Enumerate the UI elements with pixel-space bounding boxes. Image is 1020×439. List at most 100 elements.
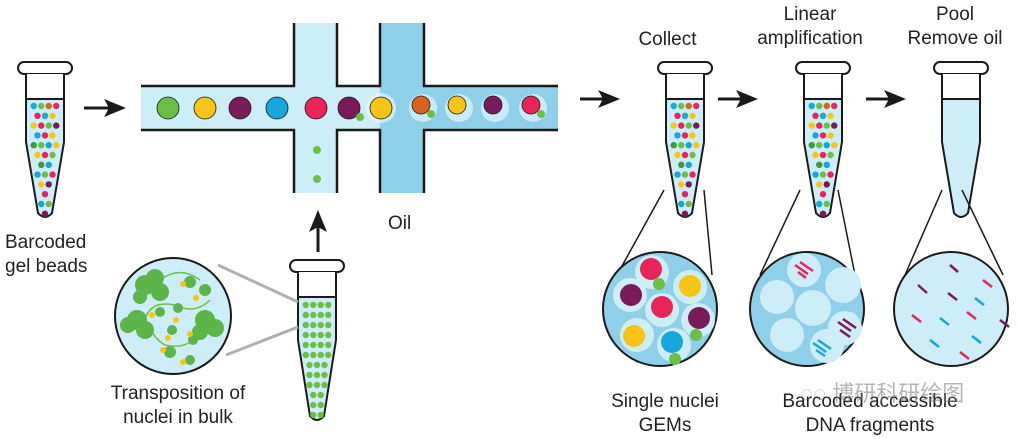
nucleus-dot <box>325 341 332 349</box>
bead <box>45 102 52 110</box>
pool-remove-oil-label: Pool Remove oil <box>900 3 1010 51</box>
bead <box>685 102 692 110</box>
bead <box>38 142 45 149</box>
gel-bead <box>265 96 289 120</box>
bead <box>678 142 685 149</box>
wechat-icon: ◌◌ <box>800 381 833 406</box>
bead <box>670 122 677 129</box>
gel-bead <box>156 96 180 120</box>
bead <box>674 112 681 120</box>
nucleus-dot <box>310 331 317 339</box>
bead <box>678 122 685 129</box>
nucleus-dot <box>306 381 313 389</box>
nucleus-dot <box>310 311 317 319</box>
nucleus-dot <box>427 110 435 118</box>
bead <box>30 142 37 149</box>
bead <box>808 102 815 110</box>
nucleus-dot <box>306 361 313 369</box>
bead <box>681 132 689 139</box>
bead <box>681 191 689 198</box>
transposition-label: Transposition of nuclei in bulk <box>98 382 258 430</box>
barcoded-dna-fragments-label: Barcoded accessible DNA fragments <box>770 390 970 438</box>
bead <box>689 151 696 159</box>
bead <box>681 112 689 120</box>
label-line: gel beads <box>5 256 88 277</box>
nuclei-zoom-circle <box>114 257 232 375</box>
bead <box>831 102 838 110</box>
label-line: amplification <box>757 28 863 49</box>
bead <box>53 122 60 129</box>
bead <box>38 181 45 188</box>
tube-liquid <box>942 99 980 217</box>
gel-bead <box>193 96 217 120</box>
bead <box>823 200 830 208</box>
bead <box>41 151 49 159</box>
bead <box>827 171 834 178</box>
bead <box>45 181 52 188</box>
bead <box>823 122 830 129</box>
pool-tube <box>933 61 989 218</box>
bead <box>808 122 815 129</box>
arrow-icon <box>866 90 906 108</box>
bead <box>816 161 823 168</box>
bead <box>685 200 692 208</box>
label-line: Remove oil <box>907 28 1003 49</box>
bead <box>34 112 41 120</box>
tube-cap <box>933 61 989 75</box>
gems-zoom-circle <box>602 251 718 367</box>
pooled-fragments-circle <box>893 251 1010 367</box>
bead <box>34 132 41 139</box>
nucleus-dot <box>325 331 332 339</box>
nucleus-dot <box>317 331 324 339</box>
nucleus-dot <box>317 341 324 349</box>
bead <box>49 132 56 139</box>
bead <box>38 102 45 110</box>
bead <box>816 142 823 149</box>
bead <box>49 112 56 120</box>
nucleus-dot <box>302 301 309 309</box>
nucleus-dot <box>313 371 321 379</box>
nucleus-dot <box>302 321 309 329</box>
bead <box>41 132 49 139</box>
bead <box>812 171 819 178</box>
bead <box>827 112 834 120</box>
bead <box>823 142 830 149</box>
bead <box>49 171 56 178</box>
tube-outline <box>297 272 337 421</box>
nucleus-dot <box>310 301 317 309</box>
dna-zoom-circle <box>749 251 865 367</box>
gel-bead <box>411 95 431 115</box>
bead <box>823 161 830 168</box>
label-line: Linear <box>783 4 837 25</box>
bead <box>38 200 45 208</box>
nucleus-dot <box>317 311 324 319</box>
bead <box>670 102 677 110</box>
bead <box>49 151 56 159</box>
gel-bead <box>483 95 503 115</box>
bead <box>831 122 838 129</box>
bead <box>41 171 49 178</box>
tube-cap <box>657 61 713 75</box>
bead <box>823 181 830 188</box>
bead <box>30 102 37 110</box>
bead <box>678 161 685 168</box>
tube-cap <box>795 61 851 75</box>
nucleus-dot <box>302 341 309 349</box>
bead <box>681 151 689 159</box>
nucleus-dot <box>302 311 309 319</box>
bead <box>30 122 37 129</box>
nucleus-dot <box>310 411 317 419</box>
label-line: Barcoded accessible <box>782 391 958 412</box>
bead <box>819 210 827 217</box>
collect-label: Collect <box>638 29 697 50</box>
nucleus-dot <box>313 175 321 183</box>
bead <box>678 181 685 188</box>
nucleus-dot <box>356 113 364 121</box>
bead <box>45 142 52 149</box>
bead <box>38 161 45 168</box>
bead <box>812 151 819 159</box>
nucleus-dot <box>321 371 328 379</box>
bead <box>827 151 834 159</box>
bead <box>816 200 823 208</box>
label-line: DNA fragments <box>805 415 935 436</box>
